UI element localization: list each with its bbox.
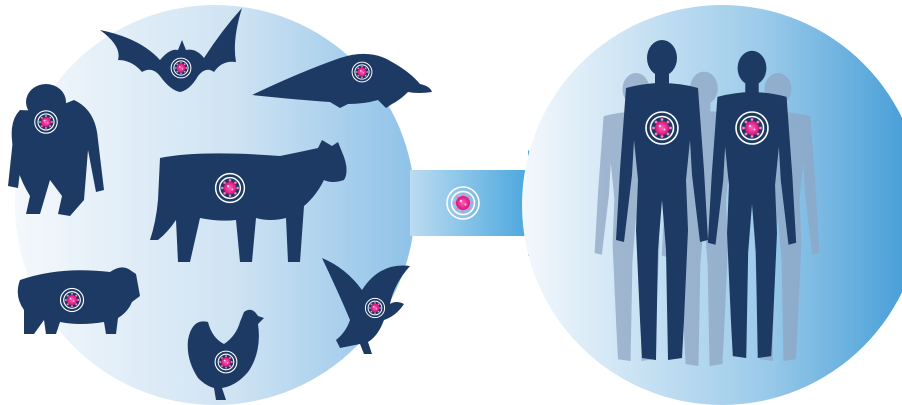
chicken-virus-icon xyxy=(215,351,237,373)
virus-icon xyxy=(447,187,479,219)
bird-virus-icon xyxy=(365,298,384,317)
pig-virus-icon xyxy=(60,288,83,311)
bat-virus-icon xyxy=(171,58,191,78)
woman-virus-icon xyxy=(736,112,768,144)
pangolin-virus-icon xyxy=(352,62,372,82)
cow-virus-icon xyxy=(216,174,245,203)
man-virus-icon xyxy=(646,112,678,144)
chimpanzee-virus-icon xyxy=(35,111,57,133)
